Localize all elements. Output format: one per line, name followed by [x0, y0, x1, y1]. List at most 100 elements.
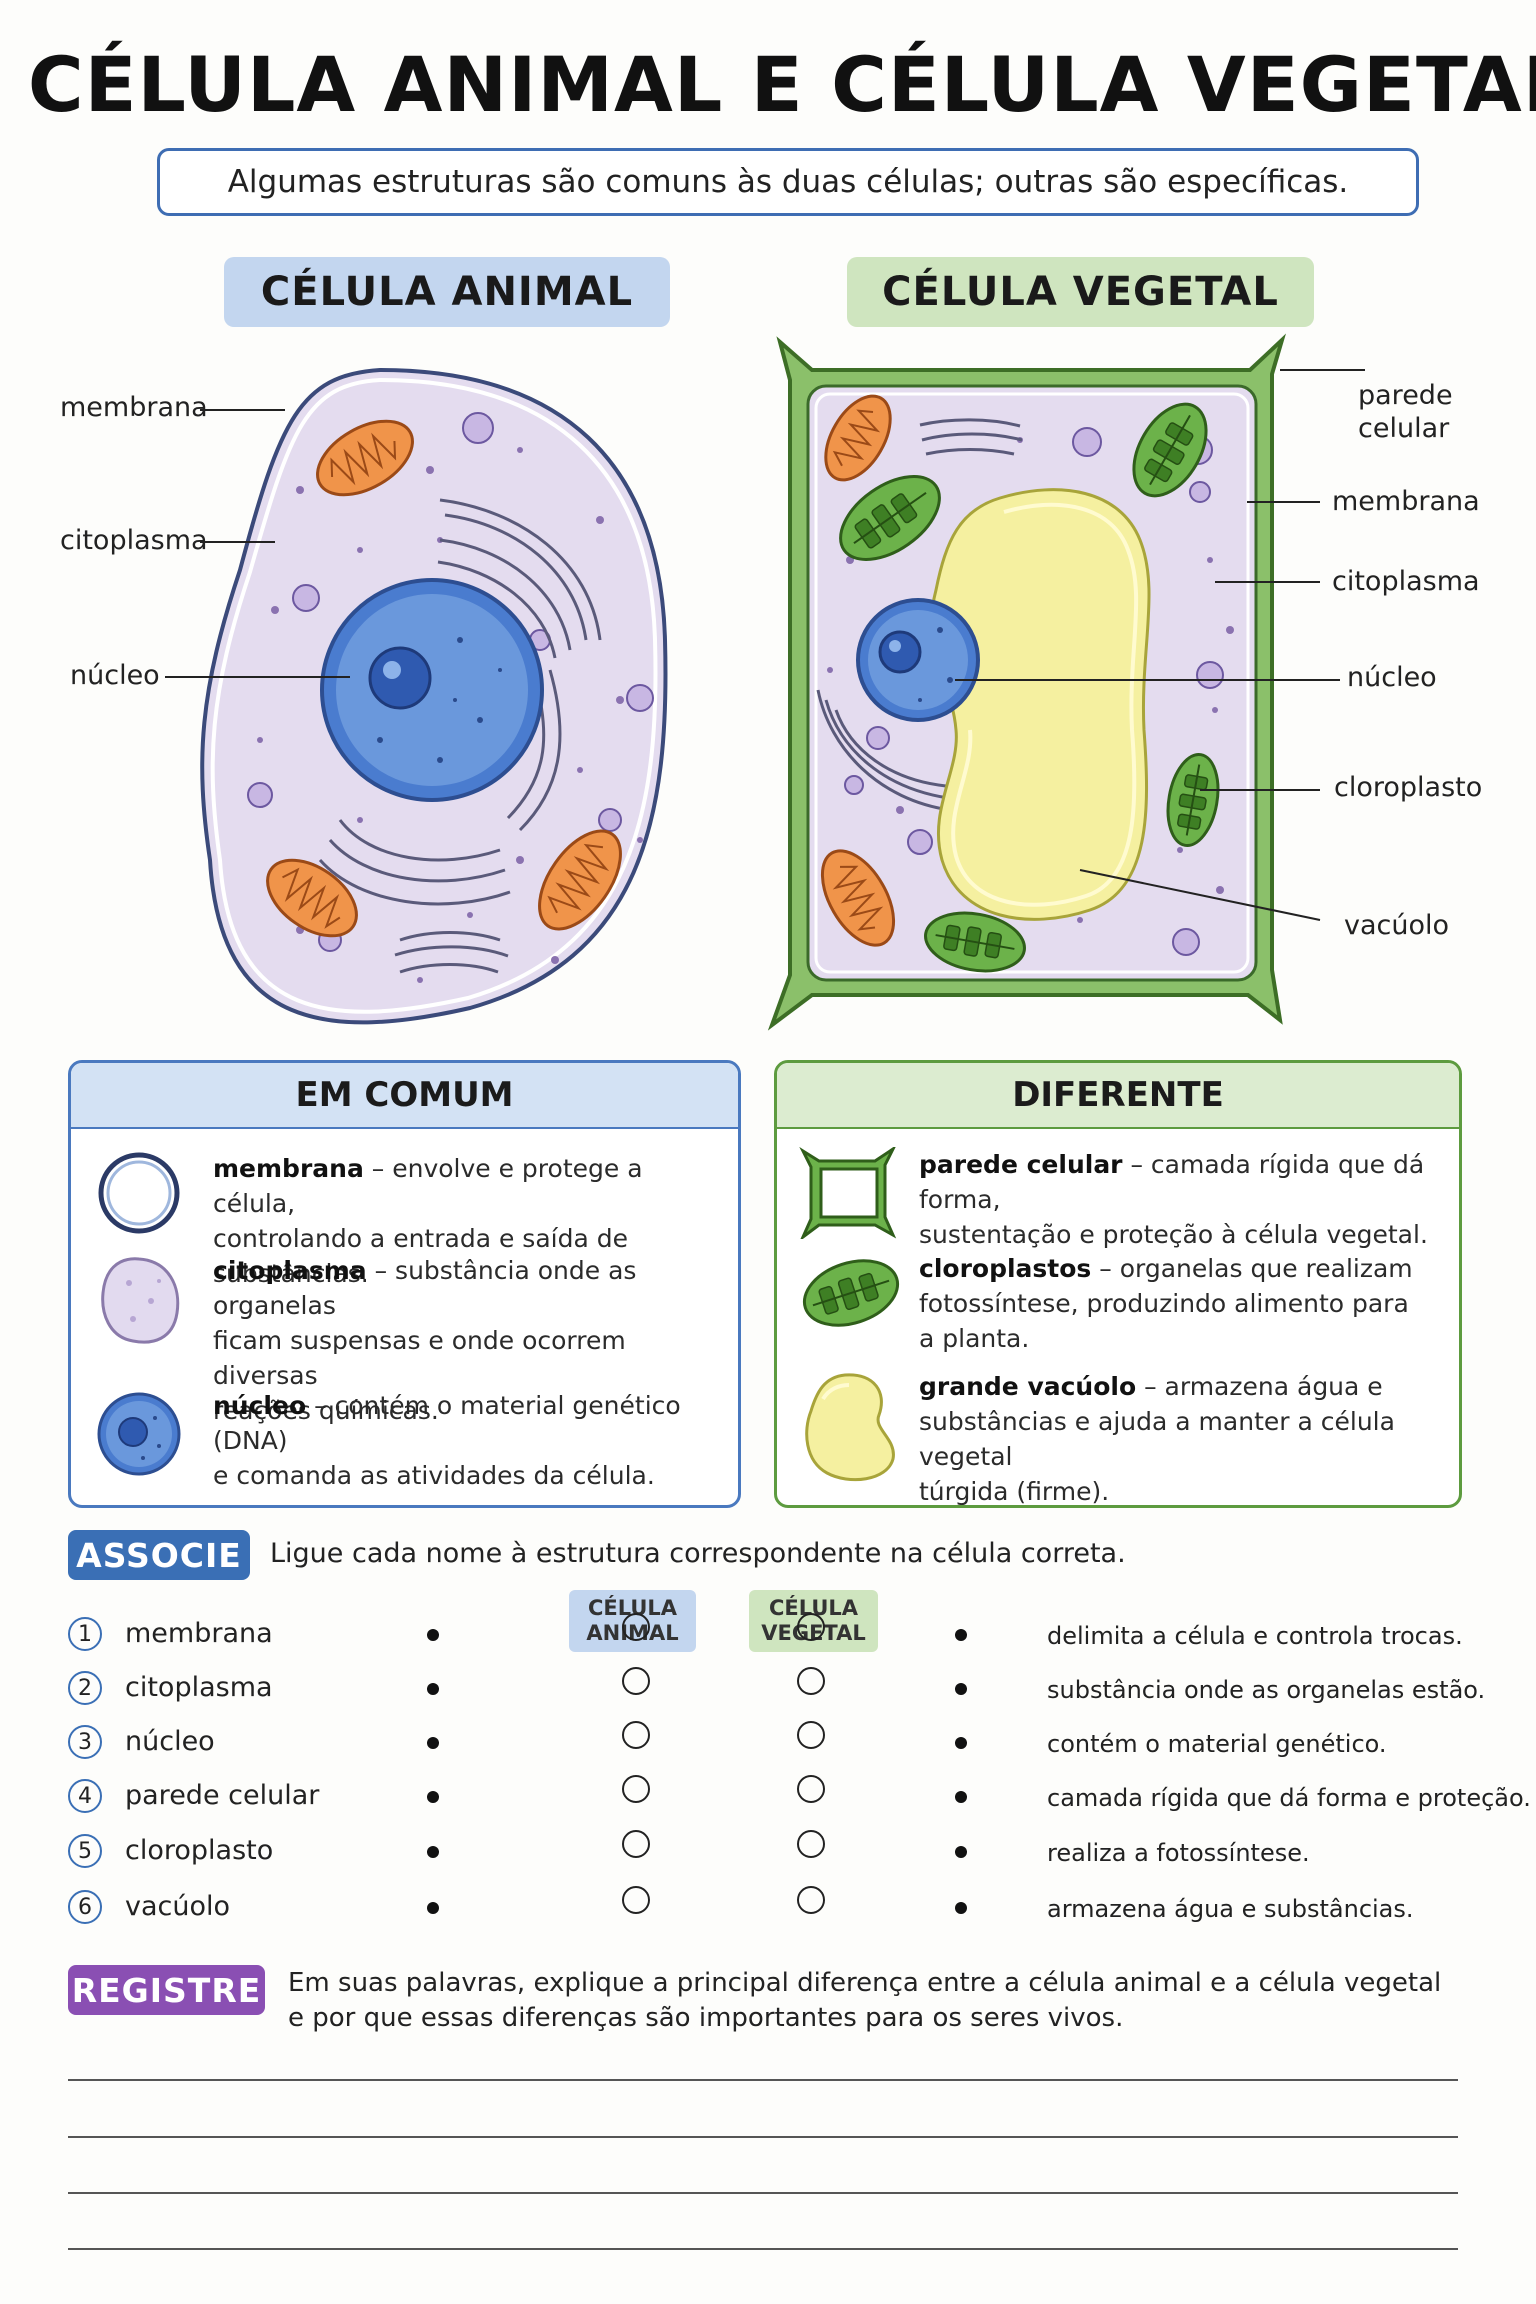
animal-nucleus: [320, 578, 544, 802]
row-description: camada rígida que dá forma e proteção.: [1047, 1784, 1531, 1812]
animal-mitochondrion: [266, 858, 358, 938]
plant-label-parede-2: celular: [1358, 413, 1450, 444]
associe-row: 3 núcleo contém o material genético.: [0, 1721, 1536, 1765]
connect-dot-left[interactable]: [427, 1737, 439, 1749]
cell-wall-icon: [799, 1147, 897, 1239]
writing-line[interactable]: [68, 2248, 1458, 2250]
plant-mitochondrion: [820, 849, 896, 947]
row-structure-name: membrana: [125, 1618, 273, 1649]
row-number: 6: [68, 1890, 102, 1924]
row-structure-name: citoplasma: [125, 1672, 273, 1703]
row-description: substância onde as organelas estão.: [1047, 1676, 1486, 1704]
registre-instruction-line-1: Em suas palavras, explique a principal d…: [288, 1968, 1442, 1998]
plant-label-membrana: membrana: [1332, 486, 1480, 517]
connect-dot-left[interactable]: [427, 1791, 439, 1803]
vacuole-icon: [805, 1373, 895, 1482]
choice-vegetal-circle[interactable]: [797, 1721, 825, 1749]
plant-cell-illustration: [767, 333, 1365, 1031]
row-structure-name: núcleo: [125, 1726, 215, 1757]
nucleus-icon: [97, 1392, 181, 1476]
choice-animal-circle[interactable]: [622, 1830, 650, 1858]
connect-dot-right[interactable]: [955, 1791, 967, 1803]
term-parede-celular: parede celular: [919, 1150, 1123, 1179]
animal-label-membrana: membrana: [60, 392, 208, 423]
plant-nucleus: [856, 598, 980, 722]
chloroplast-icon: [802, 1259, 900, 1327]
term-membrana: membrana: [213, 1154, 364, 1183]
row-number: 5: [68, 1834, 102, 1868]
choice-animal-circle[interactable]: [622, 1613, 650, 1641]
plant-label-nucleo: núcleo: [1347, 662, 1437, 693]
vesicles: [247, 412, 654, 952]
connect-dot-right[interactable]: [955, 1629, 967, 1641]
associe-tag: ASSOCIE: [68, 1530, 250, 1580]
plant-cell-heading: CÉLULA VEGETAL: [847, 257, 1314, 327]
choice-animal-circle[interactable]: [622, 1886, 650, 1914]
plant-label-parede-1: parede: [1358, 380, 1453, 411]
row-description: delimita a célula e controla trocas.: [1047, 1622, 1463, 1650]
writing-line[interactable]: [68, 2079, 1458, 2081]
plant-mitochondrion: [824, 394, 892, 482]
associe-row: 4 parede celular camada rígida que dá form…: [0, 1775, 1536, 1819]
connect-dot-left[interactable]: [427, 1629, 439, 1641]
row-number: 3: [68, 1725, 102, 1759]
leader-line-vacuolo: [1079, 869, 1321, 921]
writing-line[interactable]: [68, 2192, 1458, 2194]
connect-dot-right[interactable]: [955, 1683, 967, 1695]
subtitle-text: Algumas estruturas são comuns às duas cé…: [227, 164, 1349, 200]
connect-dot-right[interactable]: [955, 1737, 967, 1749]
chloroplast: [839, 475, 941, 561]
page-title: CÉLULA ANIMAL E CÉLULA VEGETAL: [27, 40, 1536, 129]
term-citoplasma: citoplasma: [213, 1256, 367, 1285]
term-grande-vacuolo: grande vacúolo: [919, 1372, 1137, 1401]
common-panel-heading: EM COMUM: [71, 1063, 738, 1129]
writing-line[interactable]: [68, 2136, 1458, 2138]
golgi-apparatus: [318, 498, 602, 906]
associe-row: 2 citoplasma substância onde as organelas …: [0, 1667, 1536, 1711]
connect-dot-left[interactable]: [427, 1846, 439, 1858]
choice-vegetal-circle[interactable]: [797, 1886, 825, 1914]
animal-label-citoplasma: citoplasma: [60, 525, 208, 556]
choice-animal-circle[interactable]: [622, 1775, 650, 1803]
connect-dot-right[interactable]: [955, 1846, 967, 1858]
connect-dot-left[interactable]: [427, 1683, 439, 1695]
cytoplasm-icon: [101, 1257, 180, 1344]
chloroplast: [1132, 402, 1208, 498]
animal-mitochondrion: [538, 829, 622, 931]
row-structure-name: cloroplasto: [125, 1835, 274, 1866]
common-panel: EM COMUM membrana – envolve e protege a …: [68, 1060, 741, 1508]
row-structure-name: parede celular: [125, 1780, 320, 1811]
animal-mitochondrion: [316, 419, 414, 497]
choice-vegetal-circle[interactable]: [797, 1613, 825, 1641]
registre-tag: REGISTRE: [68, 1965, 265, 2015]
term-nucleo: núcleo: [213, 1391, 307, 1420]
associe-instruction: Ligue cada nome à estrutura corresponden…: [270, 1538, 1126, 1569]
choice-animal-circle[interactable]: [622, 1721, 650, 1749]
golgi-small: [394, 931, 509, 974]
choice-vegetal-circle[interactable]: [797, 1830, 825, 1858]
row-number: 4: [68, 1779, 102, 1813]
subtitle-box: Algumas estruturas são comuns às duas cé…: [157, 148, 1419, 216]
term-cloroplastos: cloroplastos: [919, 1254, 1092, 1283]
animal-cell-heading: CÉLULA ANIMAL: [224, 257, 670, 327]
connect-dot-left[interactable]: [427, 1902, 439, 1914]
plant-label-citoplasma: citoplasma: [1332, 566, 1480, 597]
animal-label-nucleo: núcleo: [70, 660, 160, 691]
chloroplast: [924, 911, 1026, 973]
row-number: 1: [68, 1617, 102, 1651]
plant-label-vacuolo: vacúolo: [1344, 910, 1450, 941]
row-number: 2: [68, 1671, 102, 1705]
registre-instruction-line-2: e por que essas diferenças são important…: [288, 2003, 1124, 2033]
choice-animal-circle[interactable]: [622, 1667, 650, 1695]
different-panel-heading: DIFERENTE: [777, 1063, 1459, 1129]
connect-dot-right[interactable]: [955, 1902, 967, 1914]
row-description: armazena água e substâncias.: [1047, 1895, 1414, 1923]
row-description: contém o material genético.: [1047, 1730, 1387, 1758]
choice-vegetal-circle[interactable]: [797, 1667, 825, 1695]
choice-vegetal-circle[interactable]: [797, 1775, 825, 1803]
plant-label-cloroplasto: cloroplasto: [1334, 772, 1483, 803]
different-panel: DIFERENTE parede celular – camada rígida…: [774, 1060, 1462, 1508]
